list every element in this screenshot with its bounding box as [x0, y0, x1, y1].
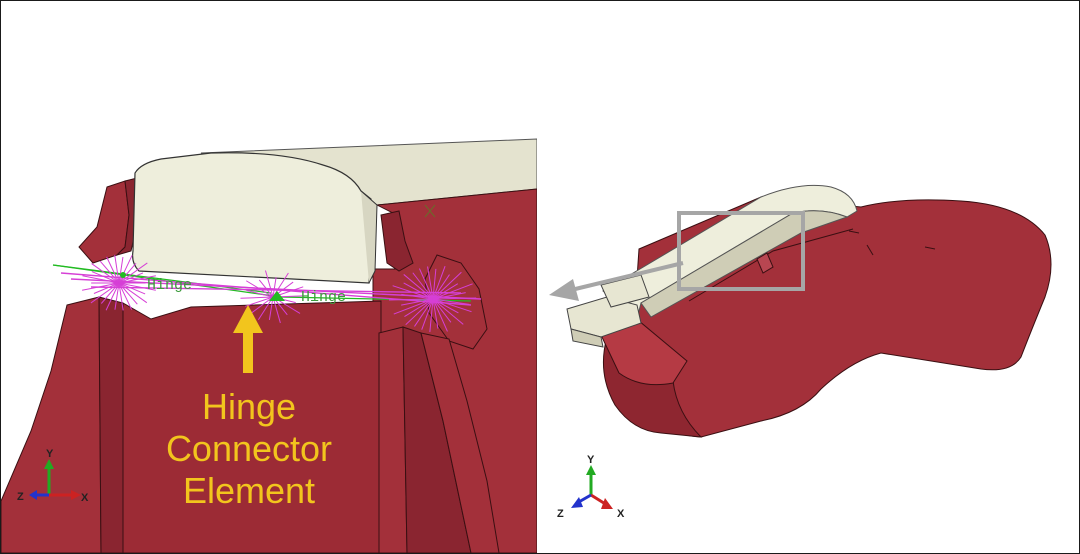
coupling-spoke — [118, 262, 137, 284]
triad-right-y: Y — [587, 454, 595, 466]
elbow-tube — [632, 196, 1052, 438]
lower-body-middle — [122, 300, 382, 553]
zoom-pointer-arrow — [566, 261, 684, 293]
coupling-spoke — [99, 260, 120, 284]
coupling-spoke — [250, 296, 274, 315]
coupling-spoke — [405, 298, 434, 326]
coupling-spoke — [432, 274, 450, 300]
left-zoom-view: Hinge Hinge Hinge Connector Element Y Z … — [1, 138, 537, 553]
zoom-highlight-box — [677, 211, 805, 291]
coupling-spoke — [82, 275, 120, 284]
coupling-spoke — [403, 274, 434, 300]
coupling-spoke — [240, 296, 274, 299]
cap-front-face — [132, 152, 372, 284]
coupling-spoke — [90, 286, 462, 294]
coupling-spoke — [432, 298, 459, 314]
coupling-spoke — [246, 289, 274, 298]
coupling-spoke — [418, 268, 434, 300]
coupling-spoke — [401, 298, 434, 306]
coupling-spoke — [272, 277, 277, 298]
coupling-spoke — [70, 278, 482, 300]
coupling-spoke — [412, 272, 434, 300]
coupling-spoke — [118, 282, 138, 305]
coupling-spoke — [272, 296, 281, 324]
coupling-spoke — [106, 256, 120, 284]
coupling-spoke — [432, 271, 462, 300]
coupling-spoke — [432, 298, 439, 329]
hinge-label-2: Hinge — [301, 289, 346, 306]
coupling-spoke — [414, 298, 434, 327]
coupling-spoke — [427, 266, 434, 300]
lower-post-left — [1, 296, 102, 553]
coupling-spoke — [114, 254, 120, 284]
coupling-spoke — [264, 270, 274, 298]
coupling-spoke — [432, 298, 472, 313]
coupling-spoke — [432, 298, 448, 332]
coupling-spoke — [91, 263, 120, 284]
coordinate-triad-left: Y Z X — [17, 448, 89, 504]
clip-arm-right — [380, 210, 414, 272]
hinge-marker-center — [269, 291, 285, 301]
triad-left-z: Z — [17, 491, 24, 503]
coupling-spoke — [100, 282, 120, 304]
coupling-spoke — [118, 257, 124, 284]
coupling-spoke — [429, 298, 434, 333]
coupling-spoke — [432, 265, 446, 300]
coordinate-triad-right: Y Z X — [557, 454, 625, 520]
coupling-spoke — [245, 296, 274, 307]
coupling-spoke — [432, 298, 470, 305]
hinge-node-left — [120, 272, 126, 278]
coupling-spoke — [118, 282, 146, 295]
coupling-spoke — [432, 298, 464, 325]
callout-line-2: Connector — [166, 428, 332, 469]
coupling-spoke — [432, 292, 466, 300]
hinge-label-1: Hinge — [147, 277, 192, 294]
callout-line-3: Element — [183, 470, 315, 511]
coupling-spoke — [93, 282, 120, 294]
coupling-spoke — [118, 282, 156, 291]
coupling-spoke — [421, 298, 434, 330]
hinge-coupling-spokes — [60, 254, 482, 333]
triad-left-x: X — [81, 492, 89, 504]
coupling-spoke — [118, 262, 148, 284]
callout-line-1: Hinge — [202, 386, 296, 427]
coupling-spoke — [432, 268, 437, 300]
right-overview: Y Z X — [549, 184, 1052, 520]
coupling-spoke — [118, 282, 148, 304]
triad-left-y: Y — [46, 448, 54, 460]
triad-right-x: X — [617, 508, 625, 520]
triad-right-z: Z — [557, 508, 564, 520]
lower-post-right — [378, 326, 408, 553]
coupling-spoke — [90, 282, 120, 304]
callout-arrow — [233, 305, 263, 373]
